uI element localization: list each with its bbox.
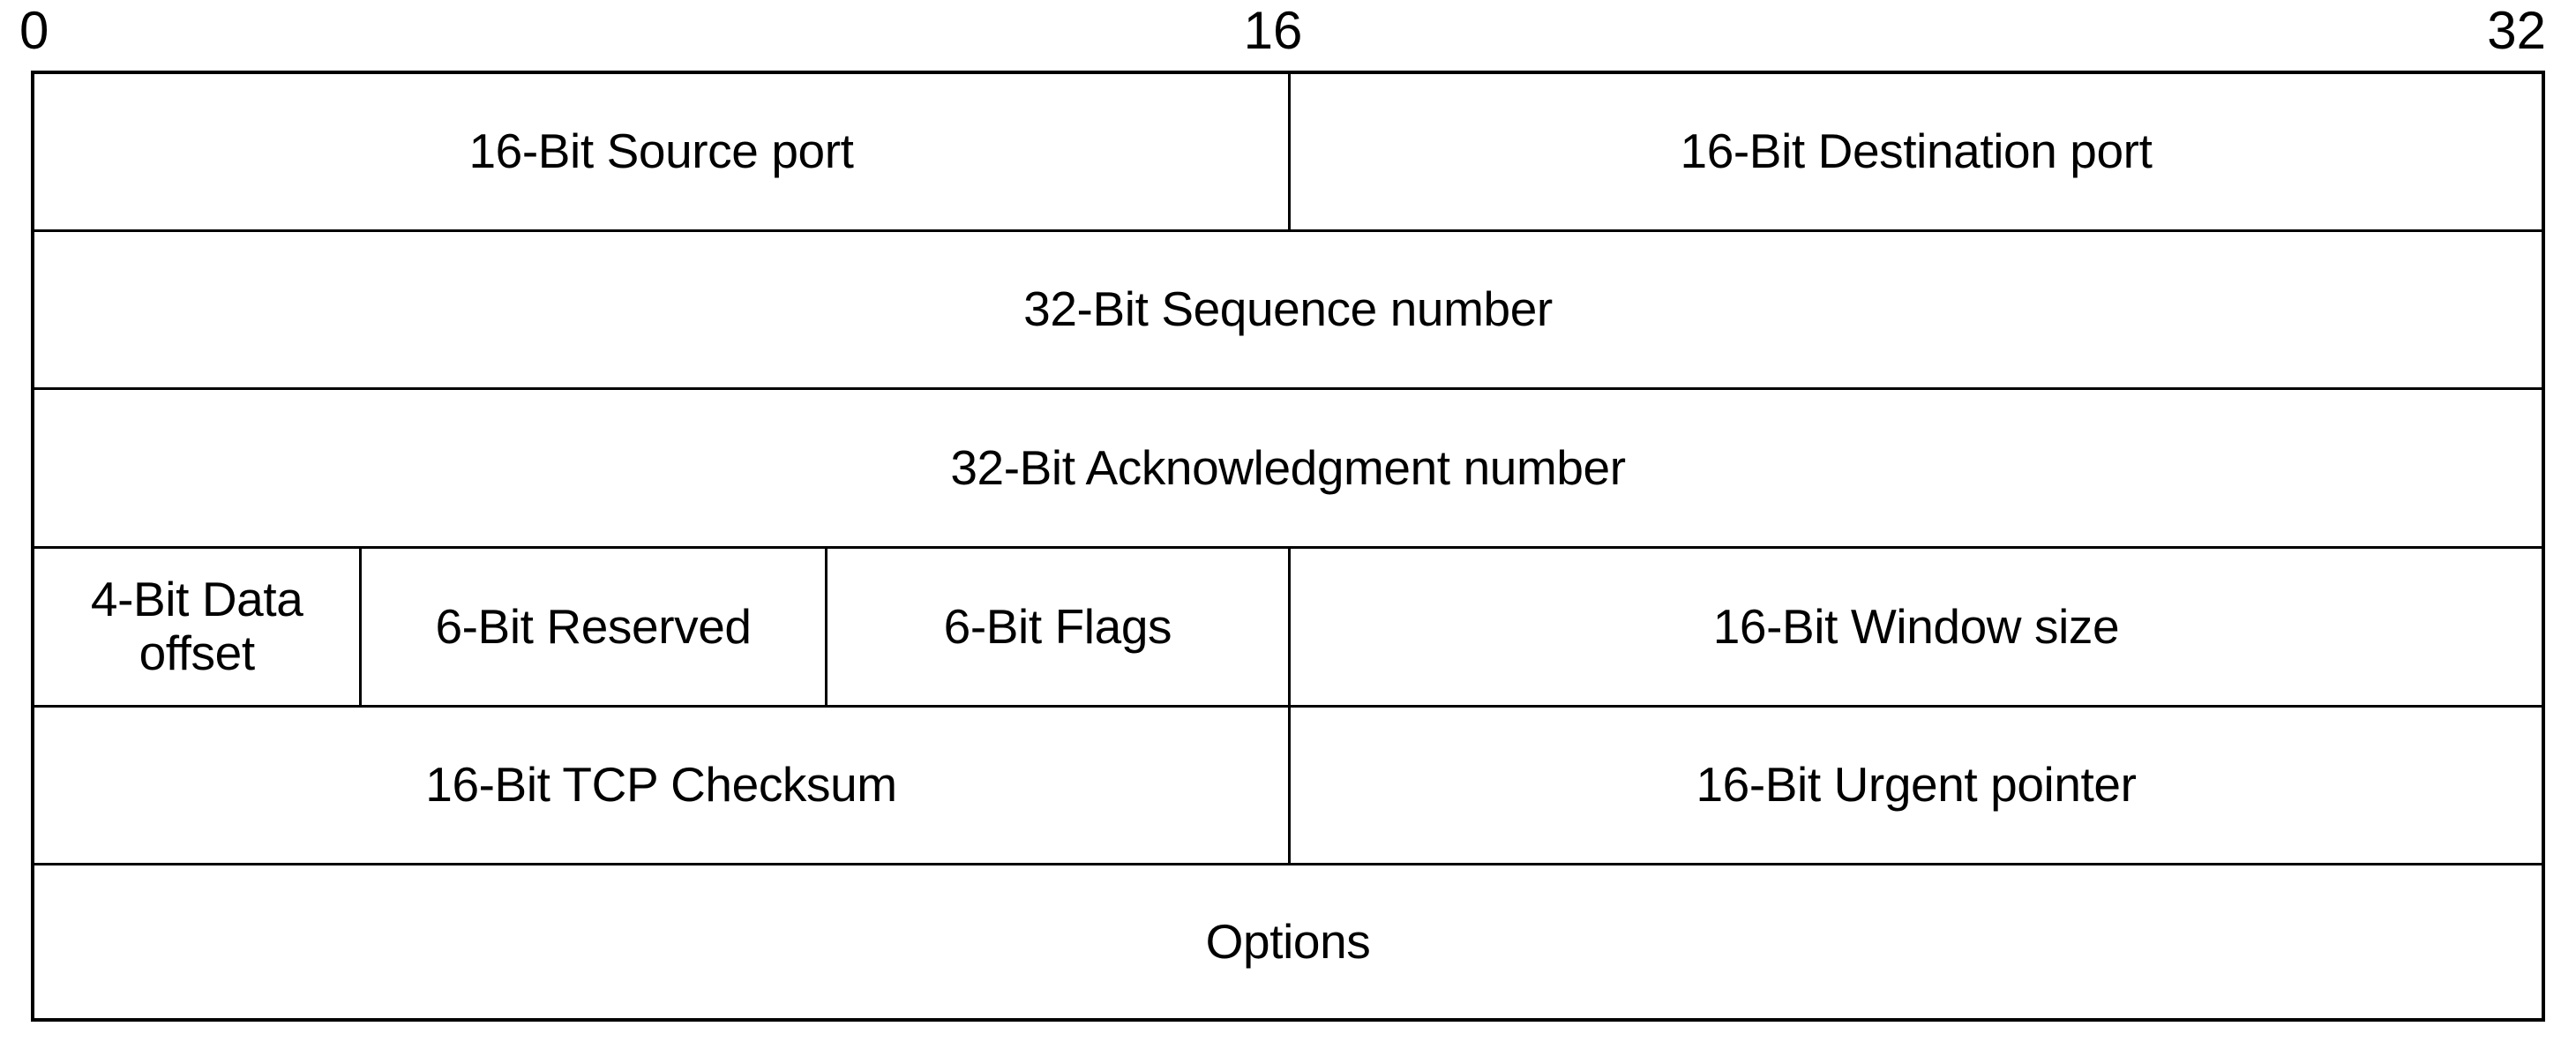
field-data-offset: 4-Bit Data offset: [34, 549, 359, 705]
field-window-size: 16-Bit Window size: [1287, 548, 2542, 705]
field-urgent-pointer-label: 16-Bit Urgent pointer: [1696, 757, 2137, 813]
bit-ruler-tick-0: 0: [19, 1, 49, 60]
field-sequence-number: 32-Bit Sequence number: [34, 232, 2542, 388]
field-destination-port: 16-Bit Destination port: [1288, 74, 2542, 229]
field-reserved: 6-Bit Reserved: [359, 548, 824, 705]
field-data-offset-label-line2: offset: [139, 626, 256, 681]
field-acknowledgment-number-label: 32-Bit Acknowledgment number: [950, 439, 1626, 495]
header-row-ports: 16-Bit Source port 16-Bit Destination po…: [31, 71, 2545, 229]
field-reserved-label: 6-Bit Reserved: [435, 598, 752, 654]
field-tcp-checksum: 16-Bit TCP Checksum: [34, 708, 1288, 864]
field-data-offset-label-line1: 4-Bit Data: [90, 571, 303, 626]
field-flags: 6-Bit Flags: [824, 548, 1288, 705]
bit-ruler-tick-32: 32: [2487, 1, 2546, 60]
field-destination-port-label: 16-Bit Destination port: [1680, 124, 2153, 179]
field-tcp-checksum-label: 16-Bit TCP Checksum: [425, 757, 897, 813]
field-options-label: Options: [1205, 913, 1371, 969]
field-window-size-label: 16-Bit Window size: [1712, 598, 2120, 654]
header-row-sequence-number: 32-Bit Sequence number: [31, 229, 2545, 388]
header-row-acknowledgment-number: 32-Bit Acknowledgment number: [31, 387, 2545, 546]
field-flags-label: 6-Bit Flags: [943, 598, 1172, 654]
field-data-offset-label: 4-Bit Data offset: [90, 571, 303, 681]
header-row-checksum-urgent: 16-Bit TCP Checksum 16-Bit Urgent pointe…: [31, 704, 2545, 864]
header-row-options: Options: [31, 863, 2545, 1022]
field-source-port: 16-Bit Source port: [34, 74, 1288, 229]
header-row-offset-flags-window: 4-Bit Data offset 6-Bit Reserved 6-Bit F…: [31, 545, 2545, 705]
bit-ruler-tick-16: 16: [1243, 1, 1303, 60]
field-acknowledgment-number: 32-Bit Acknowledgment number: [34, 390, 2542, 546]
field-sequence-number-label: 32-Bit Sequence number: [1023, 281, 1553, 337]
field-urgent-pointer: 16-Bit Urgent pointer: [1288, 707, 2542, 864]
field-options: Options: [34, 865, 2542, 1018]
tcp-header-table: 16-Bit Source port 16-Bit Destination po…: [31, 71, 2545, 1022]
field-source-port-label: 16-Bit Source port: [468, 124, 854, 179]
bit-ruler: 0 16 32: [0, 2, 2576, 67]
